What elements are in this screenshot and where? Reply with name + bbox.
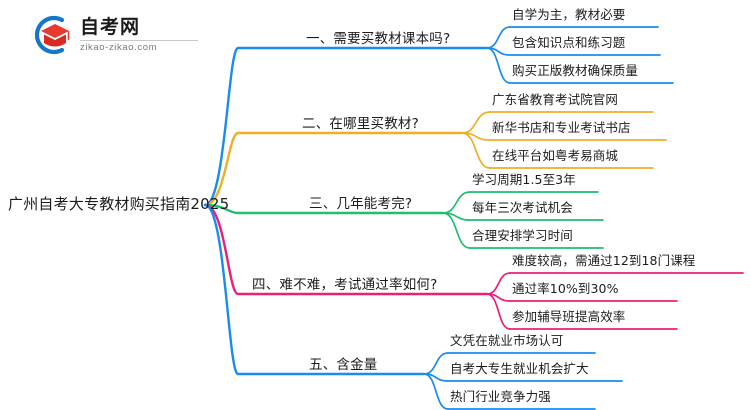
connector-line — [486, 293, 511, 330]
connector-line — [461, 111, 491, 134]
connector-line — [442, 212, 471, 249]
leaf-node-gold-content-3[interactable]: 热门行业竞争力强 — [450, 389, 551, 404]
connector-line — [423, 373, 449, 410]
site-logo: 自考网 zikao-zikao.com — [28, 12, 208, 58]
leaf-node-how-many-years-3[interactable]: 合理安排学习时间 — [472, 228, 573, 243]
branch-node-need-textbook[interactable]: 一、需要买教材课本吗? — [306, 31, 451, 47]
logo-domain: zikao-zikao.com — [80, 41, 158, 53]
branch-node-difficulty-pass-rate[interactable]: 四、难不难，考试通过率如何? — [252, 277, 438, 293]
connector-line — [461, 132, 491, 141]
leaf-node-difficulty-pass-rate-2[interactable]: 通过率10%到30% — [512, 281, 619, 296]
branch-node-how-many-years[interactable]: 三、几年能考完? — [309, 196, 413, 212]
root-node-label[interactable]: 广州自考大专教材购买指南2025 — [8, 195, 230, 213]
leaf-node-need-textbook-2[interactable]: 包含知识点和练习题 — [512, 35, 626, 50]
leaf-node-gold-content-2[interactable]: 自考大专生就业机会扩大 — [450, 361, 589, 376]
branch-node-where-buy[interactable]: 二、在哪里买教材? — [302, 116, 419, 132]
leaf-node-need-textbook-1[interactable]: 自学为主，教材必要 — [512, 7, 626, 22]
leaf-node-how-many-years-1[interactable]: 学习周期1.5至3年 — [472, 172, 576, 187]
logo-text-block: 自考网 zikao-zikao.com — [80, 15, 198, 53]
logo-divider — [80, 39, 198, 41]
connector-line — [486, 272, 511, 295]
connector-line — [442, 212, 471, 221]
connector-line — [486, 47, 511, 84]
connector-line — [442, 191, 471, 214]
connector-line — [486, 26, 511, 49]
leaf-node-difficulty-pass-rate-1[interactable]: 难度较高，需通过12到18门课程 — [512, 253, 696, 268]
logo-title: 自考网 — [80, 15, 141, 38]
connector-line — [203, 131, 464, 207]
connector-line — [461, 132, 491, 169]
connector-line — [423, 352, 449, 375]
connector-line — [423, 373, 449, 382]
leaf-node-how-many-years-2[interactable]: 每年三次考试机会 — [472, 200, 573, 215]
leaf-node-need-textbook-3[interactable]: 购买正版教材确保质量 — [512, 63, 639, 78]
logo-mark-svg — [34, 15, 70, 55]
leaf-node-where-buy-1[interactable]: 广东省教育考试院官网 — [492, 92, 619, 107]
leaf-node-where-buy-2[interactable]: 新华书店和专业考试书店 — [492, 120, 631, 135]
connector-line — [486, 47, 511, 56]
branch-node-gold-content[interactable]: 五、含金量 — [309, 357, 378, 373]
leaf-node-where-buy-3[interactable]: 在线平台如粤考易商城 — [492, 148, 619, 163]
graduation-cap-icon — [28, 13, 74, 57]
connector-line — [486, 293, 511, 302]
leaf-node-difficulty-pass-rate-3[interactable]: 参加辅导班提高效率 — [512, 309, 626, 324]
leaf-node-gold-content-1[interactable]: 文凭在就业市场认可 — [450, 333, 564, 348]
